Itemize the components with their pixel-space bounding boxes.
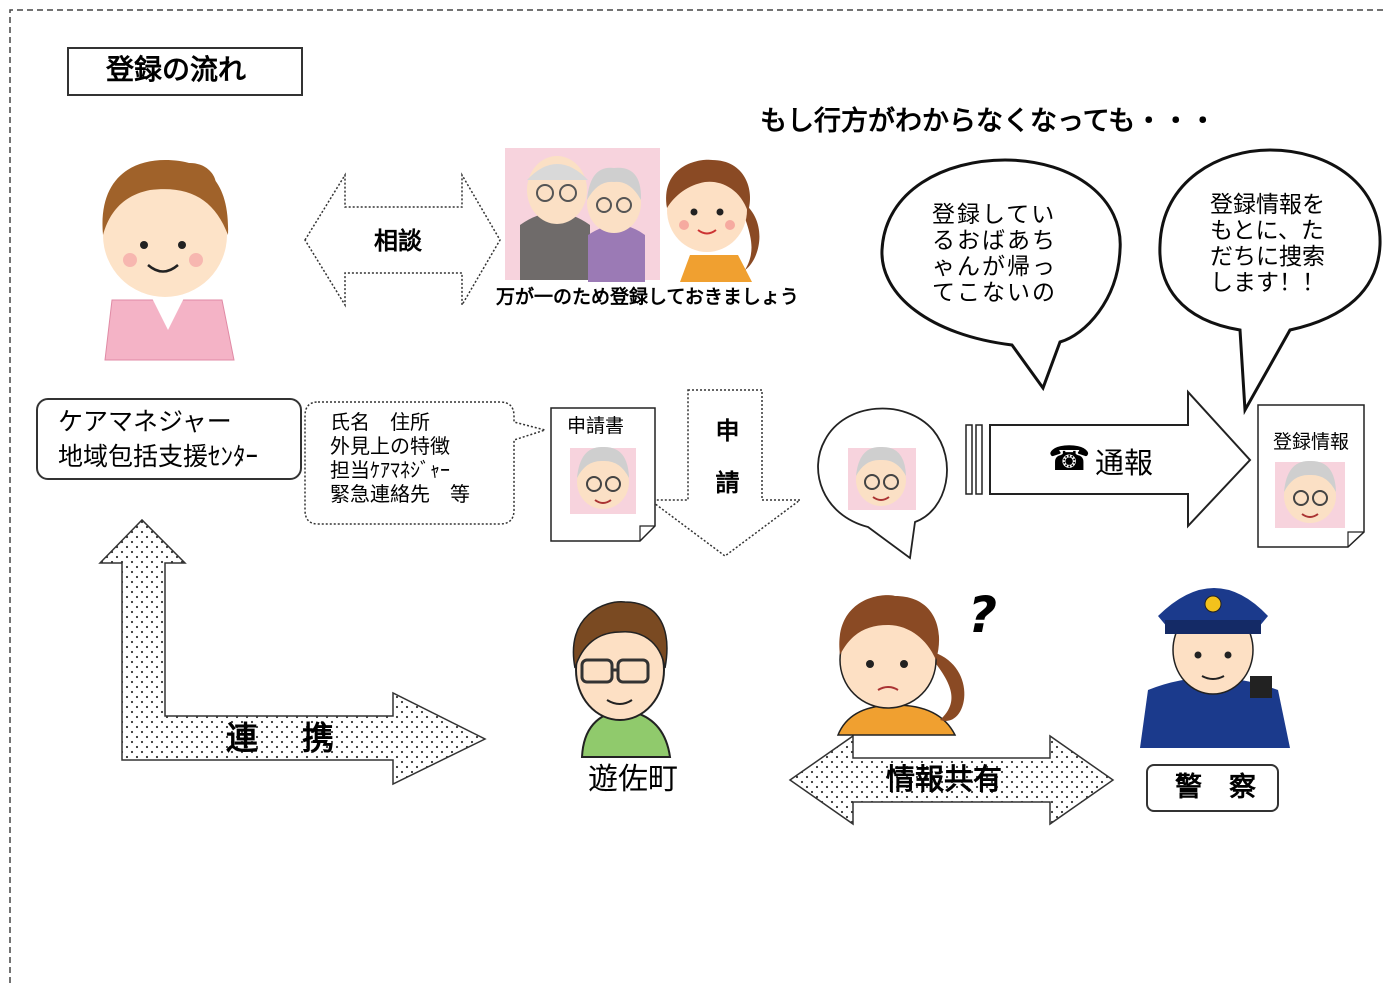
question-mark: ?	[968, 586, 998, 644]
register-caption: 万が一のため登録しておきましょう	[496, 286, 799, 308]
telephone-icon: ☎	[1048, 439, 1091, 479]
family-speech-bubble	[880, 158, 1122, 392]
info-emergency-contact: 緊急連絡先 等	[330, 482, 470, 506]
report-arrow	[965, 389, 1252, 529]
page-title: 登録の流れ	[106, 53, 247, 86]
title-box	[67, 47, 303, 96]
grandma-face-reg-info	[1275, 460, 1345, 528]
info-name-address: 氏名 住所	[330, 410, 430, 434]
grandma-face-bubble	[848, 446, 916, 510]
consult-label: 相談	[374, 227, 422, 255]
grandma-face-form	[570, 446, 636, 514]
renkei-label: 連 携	[226, 719, 341, 757]
share-arrow	[788, 734, 1115, 826]
family-speech-text: 登録しているおばあちゃんが帰ってこないの	[932, 202, 1057, 306]
care-center-label: 地域包括支援ｾﾝﾀｰ	[58, 442, 259, 471]
headline: もし行方がわからなくなっても・・・	[760, 106, 1217, 137]
form-title: 申請書	[567, 415, 625, 437]
police-label-box	[1146, 764, 1279, 812]
care-manager-box	[36, 398, 302, 480]
police-label: 警 察	[1175, 772, 1256, 803]
daughter-illustration	[666, 159, 760, 282]
apply-label: 申請	[711, 418, 739, 522]
police-officer-illustration	[1140, 588, 1290, 748]
town-label: 遊佐町	[588, 762, 678, 797]
dashed-frame	[9, 9, 1385, 983]
info-care-manager: 担当ｹｱﾏﾈｼﾞｬｰ	[330, 458, 450, 482]
info-bubble	[304, 401, 548, 525]
care-manager-label: ケアマネジャー	[58, 407, 232, 436]
share-label: 情報共有	[886, 762, 1003, 796]
report-label: 通報	[1095, 446, 1154, 480]
info-appearance: 外見上の特徴	[330, 434, 450, 458]
reg-info-title: 登録情報	[1273, 431, 1350, 453]
apply-arrow	[647, 389, 803, 557]
consult-arrow	[304, 172, 501, 308]
town-staff-illustration	[572, 601, 672, 758]
care-manager-illustration	[102, 160, 235, 361]
renkei-arrow	[98, 518, 487, 786]
police-speech-text: 登録情報をもとに、ただちに捜索します！！	[1210, 192, 1325, 296]
police-speech-bubble	[1158, 148, 1382, 416]
worried-woman-illustration	[836, 595, 965, 736]
elderly-couple-illustration	[505, 148, 660, 282]
